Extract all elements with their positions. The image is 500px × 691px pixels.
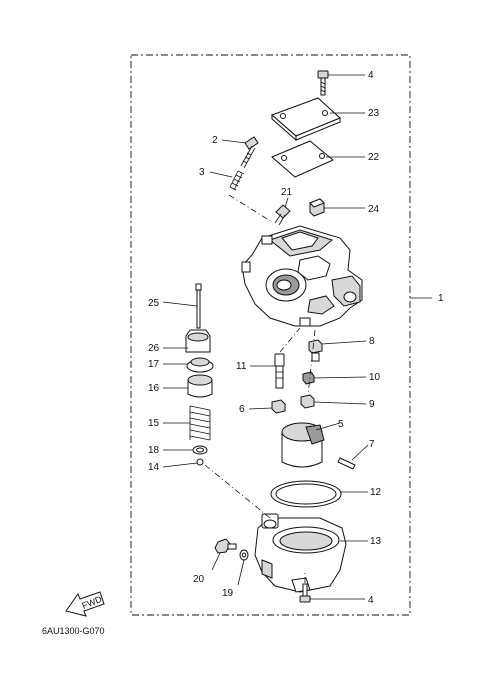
part-18-ring xyxy=(192,445,208,455)
part-2-screw xyxy=(240,136,259,169)
callout-21: 21 xyxy=(281,187,293,198)
leader-7 xyxy=(351,444,369,461)
leader-3 xyxy=(209,171,233,178)
part-15-spring xyxy=(189,405,211,441)
callout-3: 3 xyxy=(199,167,205,178)
leader-6 xyxy=(248,407,273,410)
leader-5 xyxy=(315,422,341,431)
part-25-needle xyxy=(195,283,202,329)
callout-13: 13 xyxy=(370,536,382,547)
callout-26: 26 xyxy=(148,343,160,354)
assembly-border xyxy=(130,54,411,616)
callout-5: 5 xyxy=(338,419,344,430)
callout-8: 8 xyxy=(369,336,375,347)
part-3-spring xyxy=(229,170,245,191)
callout-11: 11 xyxy=(236,361,247,372)
callout-15: 15 xyxy=(148,418,160,429)
part-9-plug xyxy=(300,394,315,409)
callout-22: 22 xyxy=(368,152,380,163)
callout-4-top: 4 xyxy=(368,70,374,81)
callout-17: 17 xyxy=(148,359,160,370)
dash-11-body xyxy=(279,327,301,353)
part-10-jet xyxy=(302,371,315,385)
callout-6: 6 xyxy=(239,404,245,415)
callout-9: 9 xyxy=(369,399,375,410)
callout-20: 20 xyxy=(193,574,205,585)
callout-18: 18 xyxy=(148,445,160,456)
part-5-float xyxy=(281,422,325,468)
part-8-jet xyxy=(308,339,323,362)
leader-10 xyxy=(313,376,367,379)
part-14-ball xyxy=(196,458,204,466)
dash-8-10 xyxy=(307,329,316,396)
dash-3-body xyxy=(228,194,273,223)
callout-23: 23 xyxy=(368,108,380,119)
leader-25 xyxy=(162,301,198,307)
part-6-jet xyxy=(271,399,286,414)
leader-21 xyxy=(284,197,289,208)
callout-2: 2 xyxy=(212,135,218,146)
part-19-washer xyxy=(239,549,249,561)
callout-14: 14 xyxy=(148,462,160,473)
diagram-code: 6AU1300-G070 xyxy=(42,626,105,636)
leader-2 xyxy=(221,139,247,144)
callout-4-bottom: 4 xyxy=(368,595,374,606)
part-13-float-bowl xyxy=(254,513,347,593)
callout-10: 10 xyxy=(369,372,381,383)
part-4-top-screw xyxy=(317,70,329,96)
leader-14 xyxy=(162,462,198,468)
part-26-seat xyxy=(185,329,211,353)
callout-25: 25 xyxy=(148,298,160,309)
leader-19 xyxy=(237,559,245,586)
callout-12: 12 xyxy=(370,487,382,498)
fwd-arrow-icon: FWD xyxy=(65,591,105,617)
leader-20 xyxy=(211,552,221,571)
callout-24: 24 xyxy=(368,204,380,215)
part-23-cover xyxy=(271,97,341,142)
part-11-nozzle xyxy=(274,353,285,389)
part-16-holder xyxy=(187,374,213,398)
part-7-pin xyxy=(337,457,356,470)
part-22-gasket xyxy=(271,140,334,178)
part-12-gasket xyxy=(270,480,342,508)
part-17-collar xyxy=(186,357,214,373)
dash-14-bowl xyxy=(204,464,271,519)
callout-16: 16 xyxy=(148,383,160,394)
callout-7: 7 xyxy=(369,439,375,450)
part-21-pilot-screw xyxy=(274,204,291,226)
part-20-drain-screw xyxy=(214,538,237,554)
part-24-cap xyxy=(309,198,325,217)
carburetor-body xyxy=(241,225,363,327)
leader-9 xyxy=(313,401,367,405)
callout-1: 1 xyxy=(438,293,444,304)
callout-19: 19 xyxy=(222,588,234,599)
leader-8 xyxy=(321,340,367,345)
